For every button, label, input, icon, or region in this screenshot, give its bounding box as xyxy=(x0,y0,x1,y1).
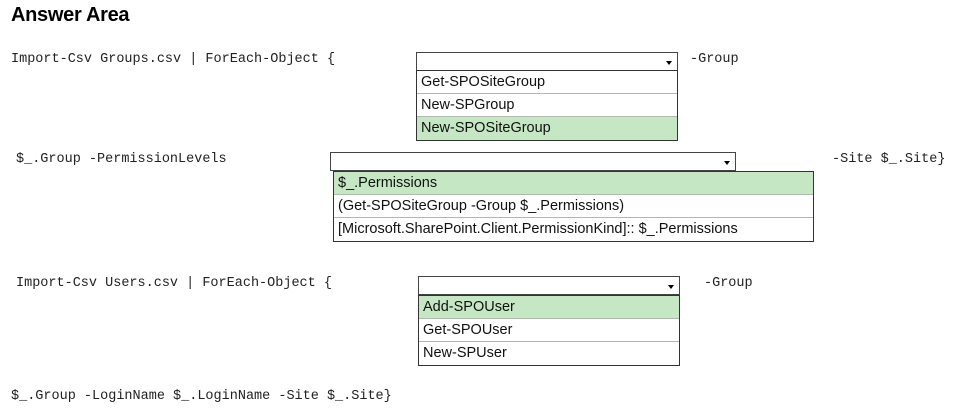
dropdown-2-options: $_.Permissions (Get-SPOSiteGroup -Group … xyxy=(333,171,814,242)
dropdown-1-options: Get-SPOSiteGroup New-SPGroup New-SPOSite… xyxy=(416,70,678,141)
code-line-2-suffix: -Site $_.Site} xyxy=(832,152,946,167)
option-new-spgroup[interactable]: New-SPGroup xyxy=(417,94,677,117)
code-line-1-prefix: Import-Csv Groups.csv | ForEach-Object { xyxy=(11,52,336,67)
code-line-3-suffix: -Group xyxy=(704,276,753,291)
option-permissions[interactable]: $_.Permissions xyxy=(334,172,813,195)
code-line-3-prefix: Import-Csv Users.csv | ForEach-Object { xyxy=(16,276,332,291)
option-get-sposite-group-permissions[interactable]: (Get-SPOSiteGroup -Group $_.Permissions) xyxy=(334,195,813,218)
option-get-spouser[interactable]: Get-SPOUser xyxy=(419,319,679,342)
dropdown-2[interactable] xyxy=(330,152,736,171)
code-line-4: $_.Group -LoginName $_.LoginName -Site $… xyxy=(11,389,392,404)
dropdown-3[interactable] xyxy=(418,276,680,295)
chevron-down-icon[interactable] xyxy=(668,285,674,289)
option-permission-kind[interactable]: [Microsoft.SharePoint.Client.PermissionK… xyxy=(338,221,738,237)
chevron-down-icon[interactable] xyxy=(666,61,672,65)
option-new-sposite-group[interactable]: New-SPOSiteGroup xyxy=(417,117,677,140)
dropdown-3-options: Add-SPOUser Get-SPOUser New-SPUser xyxy=(418,295,680,366)
option-get-sposite-group[interactable]: Get-SPOSiteGroup xyxy=(417,71,677,94)
answer-area-title: Answer Area xyxy=(11,4,130,26)
chevron-down-icon[interactable] xyxy=(724,161,730,165)
dropdown-1[interactable] xyxy=(416,52,678,71)
code-line-1-suffix: -Group xyxy=(690,52,739,67)
option-add-spouser[interactable]: Add-SPOUser xyxy=(419,296,679,319)
option-new-spuser[interactable]: New-SPUser xyxy=(423,345,507,361)
code-line-2-prefix: $_.Group -PermissionLevels xyxy=(16,152,227,167)
